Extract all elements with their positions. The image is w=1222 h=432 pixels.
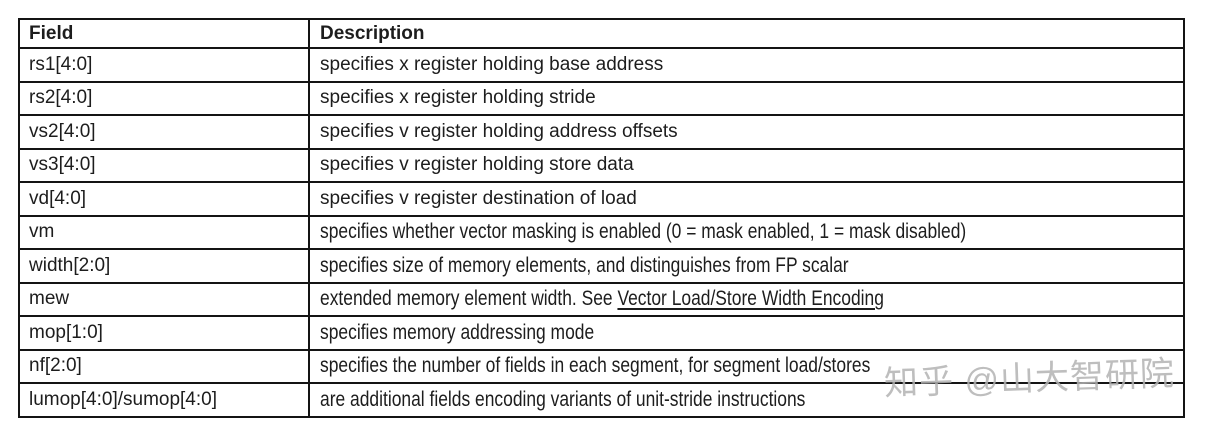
description-text: specifies x register holding base addres… (320, 53, 664, 75)
description-cell: specifies x register holding stride (308, 80, 1185, 116)
table-row: nf[2:0] specifies the number of fields i… (18, 348, 1185, 384)
table-row: mop[1:0] specifies memory addressing mod… (18, 315, 1185, 351)
field-cell: rs1[4:0] (18, 47, 310, 83)
description-text: specifies v register holding store data (320, 154, 634, 176)
table-row: rs1[4:0] specifies x register holding ba… (18, 47, 1185, 83)
table-row: vm specifies whether vector masking is e… (18, 214, 1185, 250)
field-name: nf[2:0] (29, 355, 82, 377)
field-name: vm (29, 221, 55, 243)
field-column-header: Field (18, 18, 310, 49)
field-cell: width[2:0] (18, 248, 310, 284)
field-name: width[2:0] (29, 254, 111, 276)
table-row: mew extended memory element width. See V… (18, 281, 1185, 317)
table-row: vs2[4:0] specifies v register holding ad… (18, 114, 1185, 150)
description-cell: extended memory element width. See Vecto… (308, 281, 1185, 317)
description-cell: are additional fields encoding variants … (308, 382, 1185, 418)
table-row: lumop[4:0]/sumop[4:0] are additional fie… (18, 382, 1185, 418)
table-row: rs2[4:0] specifies x register holding st… (18, 80, 1185, 116)
description-cell: specifies memory addressing mode (308, 315, 1185, 351)
description-text: are additional fields encoding variants … (320, 387, 806, 411)
table-header-row: Field Description (18, 18, 1185, 49)
description-cell: specifies x register holding base addres… (308, 47, 1185, 83)
field-name: vs2[4:0] (29, 120, 96, 142)
description-cell: specifies the number of fields in each s… (308, 348, 1185, 384)
description-cell: specifies size of memory elements, and d… (308, 248, 1185, 284)
description-text: specifies v register holding address off… (320, 120, 678, 142)
field-cell: rs2[4:0] (18, 80, 310, 116)
description-column-header: Description (308, 18, 1185, 49)
description-text: specifies whether vector masking is enab… (320, 220, 967, 244)
description-text: extended memory element width. See (320, 287, 618, 311)
field-name: lumop[4:0]/sumop[4:0] (29, 388, 217, 410)
description-link[interactable]: Vector Load/Store Width Encoding (617, 287, 884, 311)
description-cell: specifies v register destination of load (308, 181, 1185, 217)
field-cell: vs3[4:0] (18, 147, 310, 183)
field-cell: mew (18, 281, 310, 317)
field-name: vs3[4:0] (29, 154, 96, 176)
field-cell: vm (18, 214, 310, 250)
description-text: specifies size of memory elements, and d… (320, 253, 849, 277)
field-name: rs2[4:0] (29, 87, 93, 109)
description-cell: specifies v register holding store data (308, 147, 1185, 183)
table-row: vd[4:0] specifies v register destination… (18, 181, 1185, 217)
field-cell: vd[4:0] (18, 181, 310, 217)
field-name: rs1[4:0] (29, 53, 93, 75)
description-cell: specifies whether vector masking is enab… (308, 214, 1185, 250)
field-cell: vs2[4:0] (18, 114, 310, 150)
field-name: mop[1:0] (29, 321, 103, 343)
table-row: width[2:0] specifies size of memory elem… (18, 248, 1185, 284)
description-cell: specifies v register holding address off… (308, 114, 1185, 150)
field-name: vd[4:0] (29, 187, 87, 209)
field-cell: nf[2:0] (18, 348, 310, 384)
field-name: mew (29, 288, 70, 310)
table-row: vs3[4:0] specifies v register holding st… (18, 147, 1185, 183)
description-text: specifies the number of fields in each s… (320, 354, 871, 378)
description-text: specifies memory addressing mode (320, 320, 595, 344)
field-cell: mop[1:0] (18, 315, 310, 351)
description-text: specifies x register holding stride (320, 87, 596, 109)
field-description-table: Field Description rs1[4:0] specifies x r… (18, 18, 1185, 418)
field-cell: lumop[4:0]/sumop[4:0] (18, 382, 310, 418)
description-text: specifies v register destination of load (320, 187, 637, 209)
